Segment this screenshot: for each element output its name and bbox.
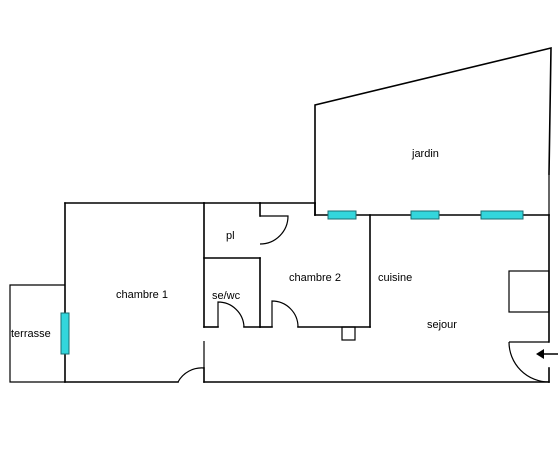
label-chambre-2: chambre 2: [289, 272, 341, 284]
terrace-outline: [9, 284, 65, 383]
label-terrasse: terrasse: [11, 328, 51, 340]
arrow-left-icon: [536, 349, 558, 359]
door-chambre-2: [271, 300, 299, 328]
window-terrasse: [60, 312, 70, 355]
room-labels: jardin pl chambre 1 chambre 2 cuisine se…: [11, 148, 457, 340]
garden-area: [314, 46, 552, 216]
door-pl: [259, 215, 289, 245]
doors: [177, 215, 550, 383]
label-chambre-1: chambre 1: [116, 289, 168, 301]
window-2: [410, 210, 440, 220]
door-chambre-1: [177, 341, 205, 383]
label-se-wc: se/wc: [212, 290, 241, 302]
label-sejour: sejour: [427, 319, 457, 331]
interior-walls: [203, 202, 550, 383]
windows: [60, 210, 524, 355]
label-cuisine: cuisine: [378, 272, 412, 284]
door-entrance: [508, 341, 550, 383]
door-se-wc: [217, 301, 245, 328]
window-3: [480, 210, 524, 220]
label-pl: pl: [226, 230, 235, 242]
window-1: [327, 210, 357, 220]
label-jardin: jardin: [411, 148, 439, 160]
